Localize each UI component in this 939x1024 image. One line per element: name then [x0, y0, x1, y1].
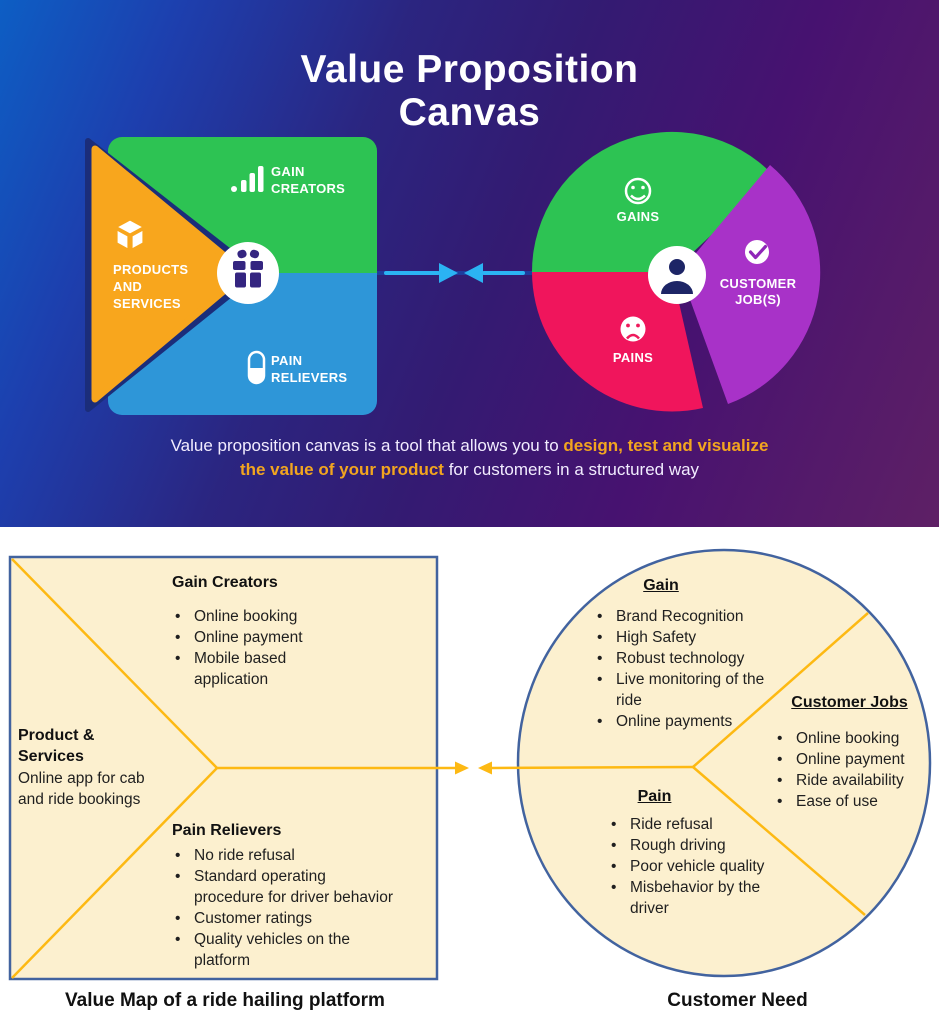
- top-banner: Value Proposition Canvas GAIN CREATORS P…: [0, 0, 939, 527]
- vm-gain-creators-list: Online booking Online payment Mobile bas…: [170, 606, 320, 690]
- connector-arrows: [377, 263, 532, 283]
- gains-label: GAINS: [616, 209, 660, 224]
- caption-highlight2: the value of your product: [239, 460, 444, 479]
- list-item: Poor vehicle quality: [606, 856, 801, 877]
- cn-customer-jobs-list: Online booking Online payment Ride avail…: [772, 728, 932, 812]
- list-item: Misbehavior by the driver: [606, 877, 801, 919]
- title-line1: Value Proposition: [300, 48, 639, 91]
- customer-pie: [532, 131, 821, 412]
- vm-product-services-title: Product & Services: [18, 727, 95, 765]
- cn-pain-title: Pain: [637, 788, 672, 805]
- check-icon: [745, 240, 769, 264]
- smiley-icon: [624, 177, 652, 205]
- cn-gain-title: Gain: [643, 577, 679, 594]
- gains-slice: [532, 131, 774, 272]
- list-item: Standard operating procedure for driver …: [170, 866, 398, 908]
- arrow-left-icon: [464, 263, 483, 283]
- list-item: Online payment: [170, 627, 320, 648]
- page-title: Value Proposition Canvas: [0, 48, 939, 134]
- list-item: Rough driving: [606, 835, 801, 856]
- list-item: Customer ratings: [170, 908, 398, 929]
- list-item: Ride availability: [772, 770, 932, 791]
- vm-product-services-desc: Online app for cab and ride bookings: [18, 770, 145, 808]
- list-item: High Safety: [592, 627, 777, 648]
- vm-pain-relievers-list: No ride refusal Standard operating proce…: [170, 845, 398, 971]
- list-item: Live monitoring of the ride: [592, 669, 777, 711]
- caption-seg4: for customers in a structured way: [443, 460, 700, 479]
- vm-gain-creators-title: Gain Creators: [172, 574, 278, 591]
- customer-need-caption: Customer Need: [667, 990, 808, 1011]
- arrow-right-icon: [439, 263, 458, 283]
- pill-icon: [247, 350, 266, 385]
- arrow-right-icon: [455, 761, 469, 775]
- list-item: No ride refusal: [170, 845, 398, 866]
- caption-seg1: Value proposition canvas is a tool that …: [170, 436, 564, 455]
- frown-icon: [620, 316, 646, 342]
- arrow-left-icon: [478, 761, 492, 775]
- list-item: Online payment: [772, 749, 932, 770]
- vm-pain-relievers-title: Pain Relievers: [172, 822, 282, 839]
- cube-icon: [115, 219, 145, 251]
- products-services-label: PRODUCTS AND SERVICES: [113, 262, 189, 311]
- bar-chart-icon: [231, 166, 264, 192]
- pain-relievers-label: PAIN RELIEVERS: [271, 353, 348, 385]
- customer-jobs-label: CUSTOMER JOB(S): [719, 276, 797, 307]
- list-item: Ease of use: [772, 791, 932, 812]
- cn-gain-list: Brand Recognition High Safety Robust tec…: [592, 606, 777, 732]
- products-services-triangle: [91, 145, 249, 403]
- cn-customer-jobs-title: Customer Jobs: [791, 694, 908, 711]
- list-item: Online booking: [772, 728, 932, 749]
- title-line2: Canvas: [398, 91, 541, 134]
- list-item: Ride refusal: [606, 814, 801, 835]
- list-item: Mobile based application: [170, 648, 320, 690]
- canvas-graphics: [85, 131, 821, 415]
- gift-circle: [217, 242, 279, 304]
- customer-jobs-slice: [680, 165, 821, 404]
- gain-creators-label: GAIN CREATORS: [271, 164, 346, 196]
- list-item: Online payments: [592, 711, 777, 732]
- list-item: Robust technology: [592, 648, 777, 669]
- list-item: Online booking: [170, 606, 320, 627]
- list-item: Brand Recognition: [592, 606, 777, 627]
- person-icon: [661, 259, 693, 294]
- list-item: Quality vehicles on the platform: [170, 929, 398, 971]
- value-map-caption: Value Map of a ride hailing platform: [65, 990, 385, 1011]
- gift-icon: [233, 249, 263, 288]
- caption-highlight1: design, test and visualize: [563, 436, 769, 455]
- banner-caption: Value proposition canvas is a tool that …: [0, 434, 939, 482]
- pains-slice: [532, 272, 703, 412]
- cn-pain-list: Ride refusal Rough driving Poor vehicle …: [606, 814, 801, 919]
- pains-label: PAINS: [612, 350, 654, 365]
